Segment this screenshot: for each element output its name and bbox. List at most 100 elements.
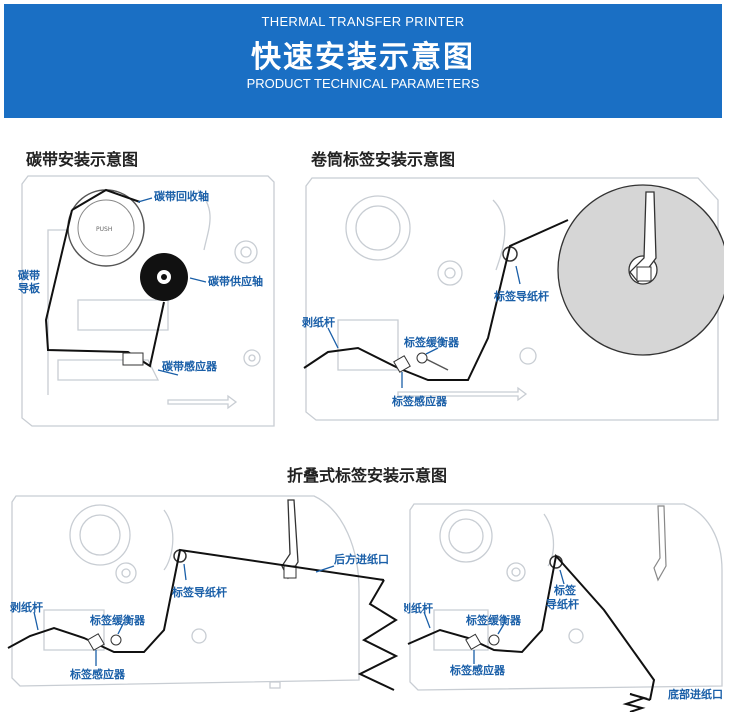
fanfold-bottom-knob <box>506 562 526 582</box>
fanfold-rear-label-damper: 标签缓衡器 <box>89 613 146 627</box>
banner-title: 快速安装示意图 <box>251 40 475 75</box>
roll-knob-inner <box>444 267 456 279</box>
fanfold-rear-feed-arrow <box>315 565 335 573</box>
ribbon-head-block <box>77 299 169 331</box>
roll-section-title: 卷筒标签安装示意图 <box>311 150 456 169</box>
fanfold-bottom-frame <box>409 503 723 691</box>
fanfold-bottom-sensor <box>465 633 482 651</box>
fanfold-rear-head-block <box>43 609 105 651</box>
ribbon-sensor-arrow <box>157 369 179 376</box>
fanfold-bottom-head-block <box>433 609 489 651</box>
fanfold-bottom-label-damper: 标签缓衡器 <box>465 613 522 627</box>
roll-label-sensor: 标签感应器 <box>391 394 448 408</box>
fanfold-rear-guide-arrow <box>183 563 187 581</box>
fanfold-bottom-label-path <box>407 553 656 701</box>
fanfold-rear-label-guide-bar: 标签导纸杆 <box>171 585 227 599</box>
roll-diagram: 标签导纸杆 剥纸杆 标签缓衡器 标签感应器 <box>302 177 724 421</box>
fanfold-rear-head <box>69 504 131 566</box>
fanfold-rear-screw <box>191 628 207 644</box>
fanfold-bottom-diagram: 标签 导纸杆 剥纸杆 标签缓衡器 标签感应器 底部进纸口 <box>404 503 723 712</box>
fanfold-rear-damper <box>110 634 122 646</box>
fanfold-bottom-label-guide-2: 导纸杆 <box>546 597 579 611</box>
roll-damper <box>423 357 449 371</box>
fanfold-bottom-peel-arrow <box>423 611 431 629</box>
ribbon-knob-outer <box>234 240 258 264</box>
fanfold-rear-peel-arrow <box>33 611 39 631</box>
ribbon-rewind-arrow <box>137 197 153 203</box>
ribbon-diagram: PUSH 碳带回收轴 碳带供应轴 碳带 导板 碳带感应器 <box>18 175 275 427</box>
fanfold-rear-damper-arrow <box>117 621 125 635</box>
ribbon-supply-arrow <box>189 277 207 283</box>
ribbon-arrow-1 <box>167 394 238 410</box>
roll-holder-arm <box>629 191 657 284</box>
roll-frame-outline <box>305 177 719 421</box>
roll-knob-outer <box>437 260 463 286</box>
ribbon-guide-arc <box>197 189 211 251</box>
fanfold-bottom-label-bottom-feed: 底部进纸口 <box>668 687 723 701</box>
fanfold-rear-label-rear-feed: 后方进纸口 <box>334 552 389 566</box>
banner-subtitle-bottom: PRODUCT TECHNICAL PARAMETERS <box>246 76 480 91</box>
fanfold-bottom-head-hub <box>448 518 484 554</box>
fanfold-bottom-head <box>439 509 493 563</box>
ribbon-frame-outline <box>21 175 275 427</box>
roll-label-guide-bar: 标签导纸杆 <box>493 289 549 303</box>
fanfold-bottom-label-guide-1: 标签 <box>553 583 577 597</box>
roll-label-path <box>303 219 569 381</box>
roll-damper-wheel <box>416 352 428 364</box>
roll-head-outline <box>345 195 411 261</box>
fanfold-rear-label-peel: 剥纸杆 <box>10 600 43 614</box>
fanfold-bottom-knob-inner <box>511 567 521 577</box>
ribbon-knob-inner <box>240 246 252 258</box>
fanfold-bottom-guide-arrow <box>559 569 565 585</box>
fanfold-rear-diagram: 标签导纸杆 剥纸杆 标签缓衡器 标签感应器 后方进纸口 <box>7 495 399 691</box>
ribbon-side-plate <box>47 229 78 395</box>
ribbon-sensor-box <box>122 352 144 366</box>
ribbon-path-top <box>71 188 141 211</box>
banner-subtitle-top: THERMAL TRANSFER PRINTER <box>261 14 465 29</box>
fanfold-rear-foot <box>269 681 281 689</box>
ribbon-screw-inner <box>248 354 256 362</box>
fanfold-bottom-label-peel: 剥纸杆 <box>404 601 433 615</box>
roll-head-hub <box>355 205 401 251</box>
roll-damper-arrow <box>425 347 439 355</box>
fanfold-bottom-guide-arc <box>543 513 555 567</box>
roll-arrow <box>397 386 528 402</box>
ribbon-label-guide-2: 导板 <box>18 281 41 295</box>
ribbon-base-block <box>57 359 160 381</box>
roll-guide-arc <box>492 199 506 271</box>
ribbon-supply-center <box>161 274 167 280</box>
fanfold-bottom-holder <box>653 505 667 582</box>
roll-guide-arrow <box>515 265 521 285</box>
ribbon-label-sensor: 碳带感应器 <box>162 359 218 373</box>
ribbon-label-rewind: 碳带回收轴 <box>154 189 209 203</box>
fanfold-bottom-damper <box>488 634 500 646</box>
fanfold-rear-knob <box>115 562 137 584</box>
fanfold-section-title: 折叠式标签安装示意图 <box>287 466 448 485</box>
ribbon-section-title: 碳带安装示意图 <box>26 150 139 169</box>
roll-screw <box>519 347 537 365</box>
fanfold-rear-sensor <box>87 633 105 651</box>
fanfold-bottom-label-sensor: 标签感应器 <box>449 663 506 677</box>
fanfold-rear-head-hub <box>79 514 121 556</box>
fanfold-rear-frame <box>11 495 360 687</box>
roll-sensor-box <box>393 355 411 373</box>
roll-peel-arrow <box>327 327 339 349</box>
fanfold-rear-guide-arc <box>163 509 174 571</box>
fanfold-rear-zigzag <box>357 579 399 691</box>
roll-label-damper: 标签缓衡器 <box>403 335 460 349</box>
ribbon-label-supply: 碳带供应轴 <box>208 274 263 288</box>
ribbon-path-line <box>44 209 165 368</box>
ribbon-screw-outer <box>243 349 261 367</box>
fanfold-rear-knob-inner <box>121 568 131 578</box>
ribbon-rewind-hub <box>77 199 135 257</box>
header-banner: THERMAL TRANSFER PRINTER 快速安装示意图 PRODUCT… <box>4 4 722 118</box>
ribbon-push-text: PUSH <box>96 226 112 233</box>
fanfold-rear-label-sensor: 标签感应器 <box>69 667 126 681</box>
roll-label-peel: 剥纸杆 <box>302 315 335 329</box>
fanfold-rear-label-path <box>7 548 385 653</box>
ribbon-label-guide-1: 碳带 <box>18 268 40 282</box>
fanfold-bottom-damper-arrow <box>497 623 505 635</box>
fanfold-bottom-screw <box>568 628 584 644</box>
fanfold-bottom-zigzag <box>622 693 651 712</box>
roll-holder-clip <box>636 266 652 282</box>
